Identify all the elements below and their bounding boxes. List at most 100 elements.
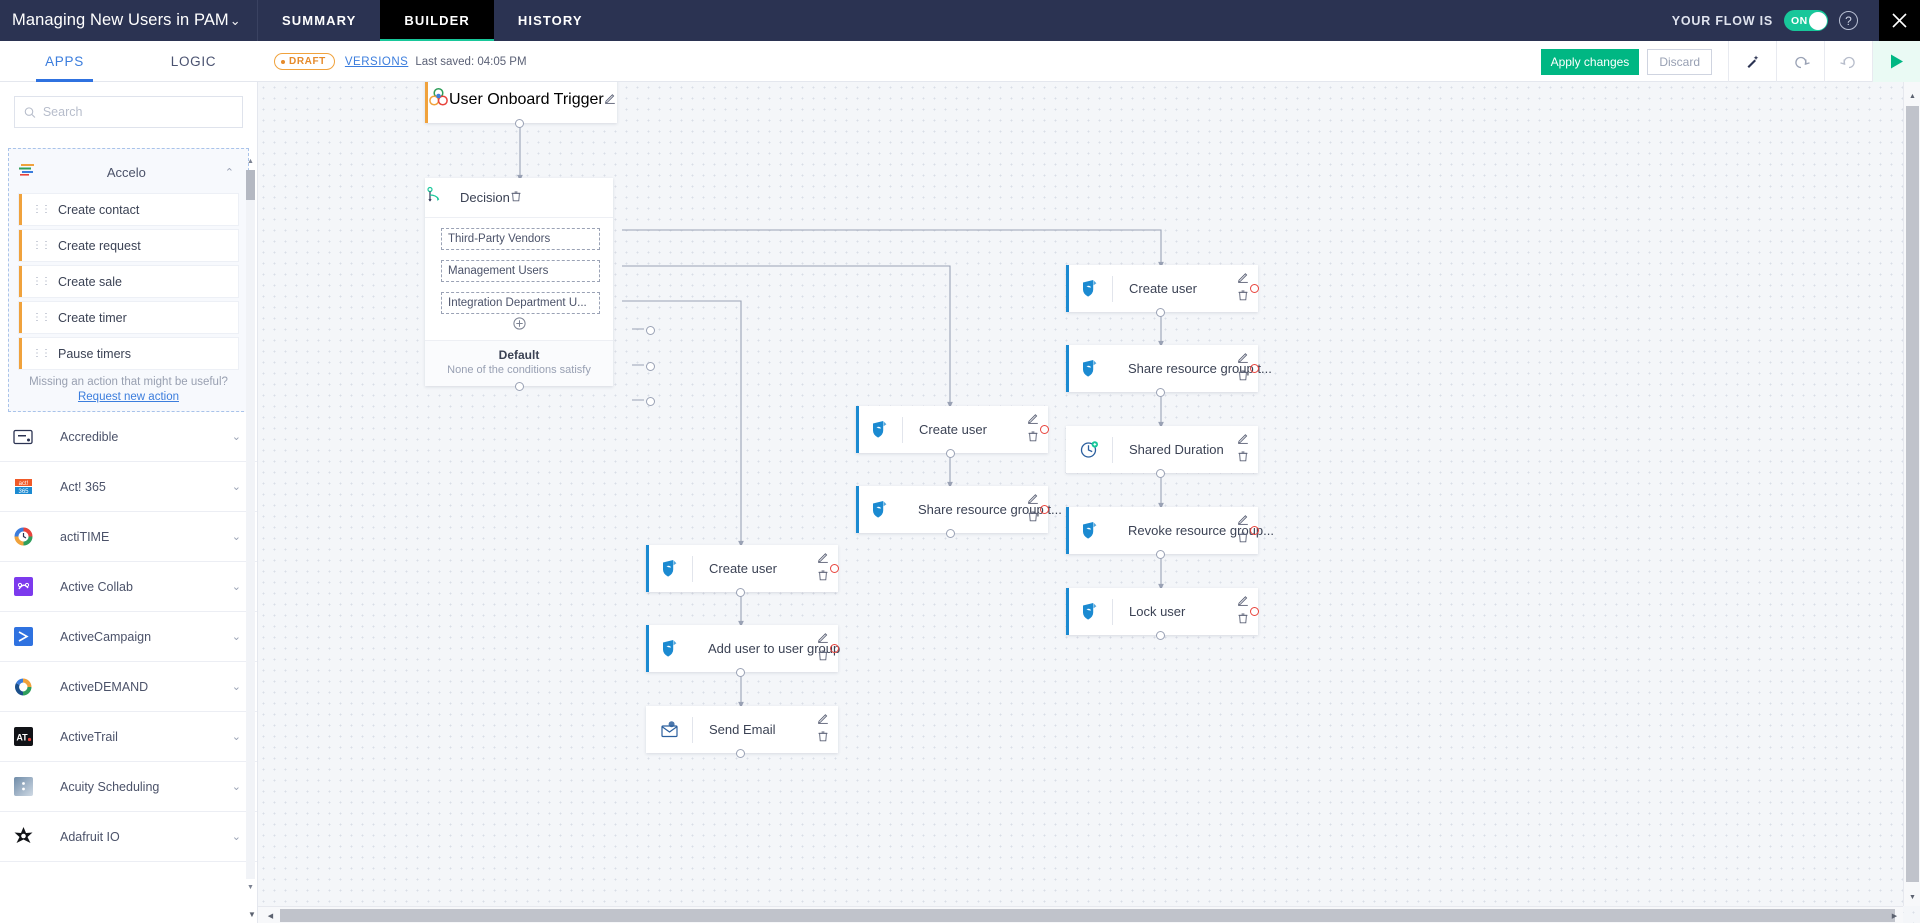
drag-handle-icon[interactable]: ⋮⋮ <box>32 312 51 323</box>
output-port[interactable] <box>736 668 745 677</box>
trash-icon[interactable] <box>1236 611 1250 625</box>
output-port[interactable] <box>736 749 745 758</box>
node-shared-duration[interactable]: Shared Duration <box>1066 426 1258 478</box>
canvas-hscroll-thumb[interactable] <box>280 909 1895 922</box>
chevron-down-icon[interactable]: ⌄ <box>231 581 241 593</box>
node-send-email[interactable]: Send Email <box>646 706 838 758</box>
chevron-down-icon[interactable]: ⌄ <box>231 631 241 643</box>
chevron-down-icon[interactable]: ⌄ <box>231 781 241 793</box>
action-item-create-timer[interactable]: ⋮⋮ Create timer <box>19 302 238 333</box>
pencil-icon[interactable] <box>1236 431 1250 445</box>
decision-condition-3[interactable]: Integration Department U... <box>441 292 600 314</box>
trash-icon[interactable] <box>1236 449 1250 463</box>
decision-node[interactable]: Decision Third-Party Vendors Management … <box>425 178 655 406</box>
scroll-down-arrow-icon[interactable]: ▼ <box>247 884 254 891</box>
trash-icon[interactable] <box>816 729 830 743</box>
chevron-down-icon[interactable]: ⌄ <box>231 831 241 843</box>
app-row-act365[interactable]: act!365 Act! 365 ⌄ <box>0 462 257 512</box>
decision-default-section[interactable]: Default None of the conditions satisfy <box>425 340 613 391</box>
drag-handle-icon[interactable]: ⋮⋮ <box>32 240 51 251</box>
error-indicator-icon[interactable] <box>830 564 839 573</box>
output-port[interactable] <box>515 119 524 128</box>
request-new-action-link[interactable]: Request new action <box>77 391 179 403</box>
trash-icon[interactable] <box>1026 429 1040 443</box>
apply-changes-button[interactable]: Apply changes <box>1540 48 1640 75</box>
chevron-down-icon[interactable]: ⌄ <box>231 481 241 493</box>
trigger-node-body[interactable]: User Onboard Trigger <box>425 82 617 123</box>
node-revoke-resource-group[interactable]: Revoke resource group... <box>1066 507 1274 559</box>
trash-icon[interactable] <box>816 648 830 662</box>
error-indicator-icon[interactable] <box>830 644 839 653</box>
sidebar-scrollbar[interactable]: ▲ ▼ <box>246 156 255 893</box>
app-row-activetrail[interactable]: AT ActiveTrail ⌄ <box>0 712 257 762</box>
flow-canvas[interactable]: REALTIME User Onboard Trigger <box>258 82 1920 923</box>
output-port[interactable] <box>946 529 955 538</box>
sidebar-scroll-thumb[interactable] <box>246 170 255 200</box>
decision-condition-3-port[interactable] <box>646 397 655 406</box>
output-port[interactable] <box>946 449 955 458</box>
tab-summary[interactable]: SUMMARY <box>282 13 357 28</box>
decision-condition-1-port[interactable] <box>646 326 655 335</box>
scroll-down-arrow-icon[interactable]: ▼ <box>1909 894 1916 901</box>
canvas-vscroll-thumb[interactable] <box>1906 106 1919 882</box>
app-group-accelo-header[interactable]: Accelo ⌃ <box>9 155 248 189</box>
scroll-up-arrow-icon[interactable]: ▲ <box>247 158 254 165</box>
error-indicator-icon[interactable] <box>1040 425 1049 434</box>
tab-history[interactable]: HISTORY <box>517 13 583 28</box>
tab-builder[interactable]: BUILDER <box>380 0 495 41</box>
app-row-accredible[interactable]: Accredible ⌄ <box>0 412 257 462</box>
sidebar-scroll-track[interactable] <box>246 170 255 879</box>
node-lock-user[interactable]: Lock user <box>1066 588 1259 640</box>
trash-icon[interactable] <box>1236 368 1250 382</box>
node-share-resource-group-middle[interactable]: Share resource group t... <box>856 486 1062 538</box>
app-row-actitime[interactable]: actiTIME ⌄ <box>0 512 257 562</box>
trigger-node[interactable]: REALTIME User Onboard Trigger <box>425 82 617 128</box>
scroll-right-arrow-icon[interactable]: ▶ <box>1891 912 1898 920</box>
scroll-up-arrow-icon[interactable]: ▲ <box>1909 93 1916 100</box>
app-row-active-collab[interactable]: Active Collab ⌄ <box>0 562 257 612</box>
scroll-left-arrow-icon[interactable]: ◀ <box>267 912 274 920</box>
close-icon[interactable] <box>1879 0 1920 41</box>
flow-title-dropdown[interactable]: Managing New Users in PAM⌄ <box>0 0 258 41</box>
pencil-icon[interactable] <box>1236 593 1250 607</box>
trash-icon[interactable] <box>816 568 830 582</box>
action-item-create-request[interactable]: ⋮⋮ Create request <box>19 230 238 261</box>
chevron-down-icon[interactable]: ⌄ <box>231 731 241 743</box>
error-indicator-icon[interactable] <box>1250 364 1259 373</box>
decision-default-port[interactable] <box>515 382 524 391</box>
drag-handle-icon[interactable]: ⋮⋮ <box>32 348 51 359</box>
chevron-up-icon[interactable]: ⌃ <box>224 166 234 179</box>
chevron-down-icon[interactable]: ⌄ <box>231 531 241 543</box>
trash-icon[interactable] <box>1236 288 1250 302</box>
question-mark-icon[interactable]: ? <box>1839 11 1858 30</box>
decision-condition-2[interactable]: Management Users <box>441 260 600 282</box>
flow-enabled-toggle[interactable]: ON <box>1784 10 1828 31</box>
chevron-down-icon[interactable]: ⌄ <box>231 431 241 443</box>
trash-icon[interactable] <box>1026 509 1040 523</box>
pencil-icon[interactable] <box>1236 270 1250 284</box>
output-port[interactable] <box>736 588 745 597</box>
app-row-activedemand[interactable]: ActiveDEMAND ⌄ <box>0 662 257 712</box>
action-item-pause-timers[interactable]: ⋮⋮ Pause timers <box>19 338 238 369</box>
undo-icon[interactable] <box>1776 41 1824 82</box>
app-row-adafruit-io[interactable]: Adafruit IO ⌄ <box>0 812 257 862</box>
pencil-icon[interactable] <box>1026 411 1040 425</box>
app-row-activecampaign[interactable]: ActiveCampaign ⌄ <box>0 612 257 662</box>
chevron-down-icon[interactable]: ⌄ <box>229 12 241 28</box>
drag-handle-icon[interactable]: ⋮⋮ <box>32 276 51 287</box>
error-indicator-icon[interactable] <box>1250 284 1259 293</box>
output-port[interactable] <box>1156 631 1165 640</box>
play-icon[interactable] <box>1872 41 1920 82</box>
pencil-icon[interactable] <box>816 711 830 725</box>
node-add-user-to-user-group[interactable]: Add user to user group <box>646 625 840 677</box>
magic-wand-icon[interactable] <box>1728 41 1776 82</box>
output-port[interactable] <box>1156 308 1165 317</box>
pencil-icon[interactable] <box>1236 350 1250 364</box>
chevron-down-icon[interactable]: ⌄ <box>231 681 241 693</box>
redo-icon[interactable] <box>1824 41 1872 82</box>
app-row-acuity-scheduling[interactable]: Acuity Scheduling ⌄ <box>0 762 257 812</box>
sidebar-bottom-arrow-icon[interactable]: ▼ <box>248 910 256 919</box>
trash-icon[interactable] <box>1236 530 1250 544</box>
pencil-icon[interactable] <box>604 91 616 109</box>
plus-circle-icon[interactable] <box>512 317 526 330</box>
